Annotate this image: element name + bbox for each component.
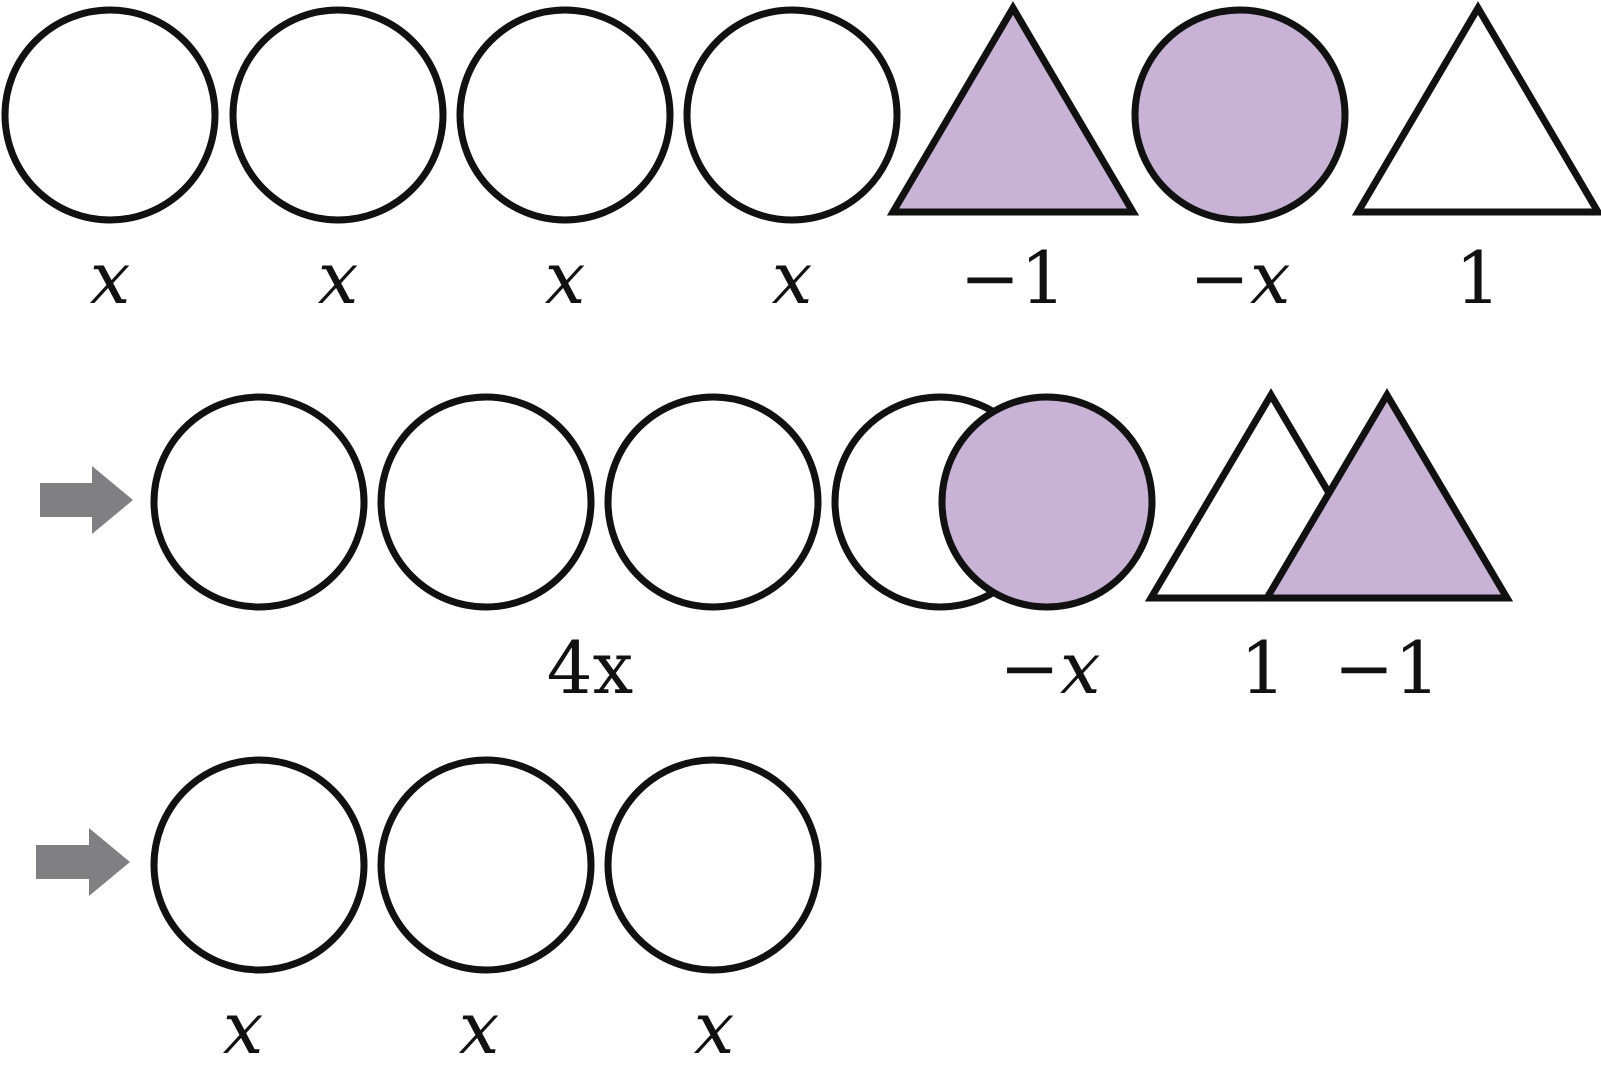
tile-label: −x — [1190, 236, 1291, 320]
right-arrow-icon — [36, 828, 130, 896]
tile-label: x — [545, 236, 586, 320]
tile-label: x — [459, 986, 500, 1070]
x-tile — [150, 393, 368, 611]
group-label-negative-x: −x — [1000, 626, 1101, 710]
x-tile — [456, 6, 674, 224]
row-grouped-tiles: 4x −x 1 −1 — [40, 388, 1514, 710]
tile-label: x — [90, 236, 131, 320]
unit-tile — [1351, 1, 1601, 216]
negative-unit-tile — [1260, 388, 1514, 602]
negative-unit-tile — [886, 1, 1140, 216]
x-tile — [683, 6, 901, 224]
coefficient: 4x — [547, 626, 633, 710]
group-label-negative-1: −1 — [1334, 626, 1440, 710]
x-tile — [604, 756, 822, 974]
x-tile — [377, 756, 595, 974]
group-label-4x: 4x — [547, 626, 633, 710]
right-arrow-icon — [40, 466, 133, 534]
x-tile — [229, 6, 447, 224]
x-tile — [604, 393, 822, 611]
x-tile — [1, 6, 219, 224]
tile-label: x — [772, 236, 813, 320]
negative-x-tile — [1131, 6, 1349, 224]
row-initial-tiles: x x x x −1 −x 1 — [1, 1, 1601, 320]
tile-label: −1 — [960, 236, 1066, 320]
tile-label: x — [223, 986, 264, 1070]
tile-label: x — [318, 236, 359, 320]
row-result-tiles: x x x — [36, 756, 822, 1070]
tile-label: 1 — [1455, 236, 1501, 320]
group-label-1: 1 — [1240, 626, 1286, 710]
negative-x-tile — [938, 393, 1156, 611]
tile-label: x — [694, 986, 735, 1070]
x-tile — [150, 756, 368, 974]
x-tile — [377, 393, 595, 611]
